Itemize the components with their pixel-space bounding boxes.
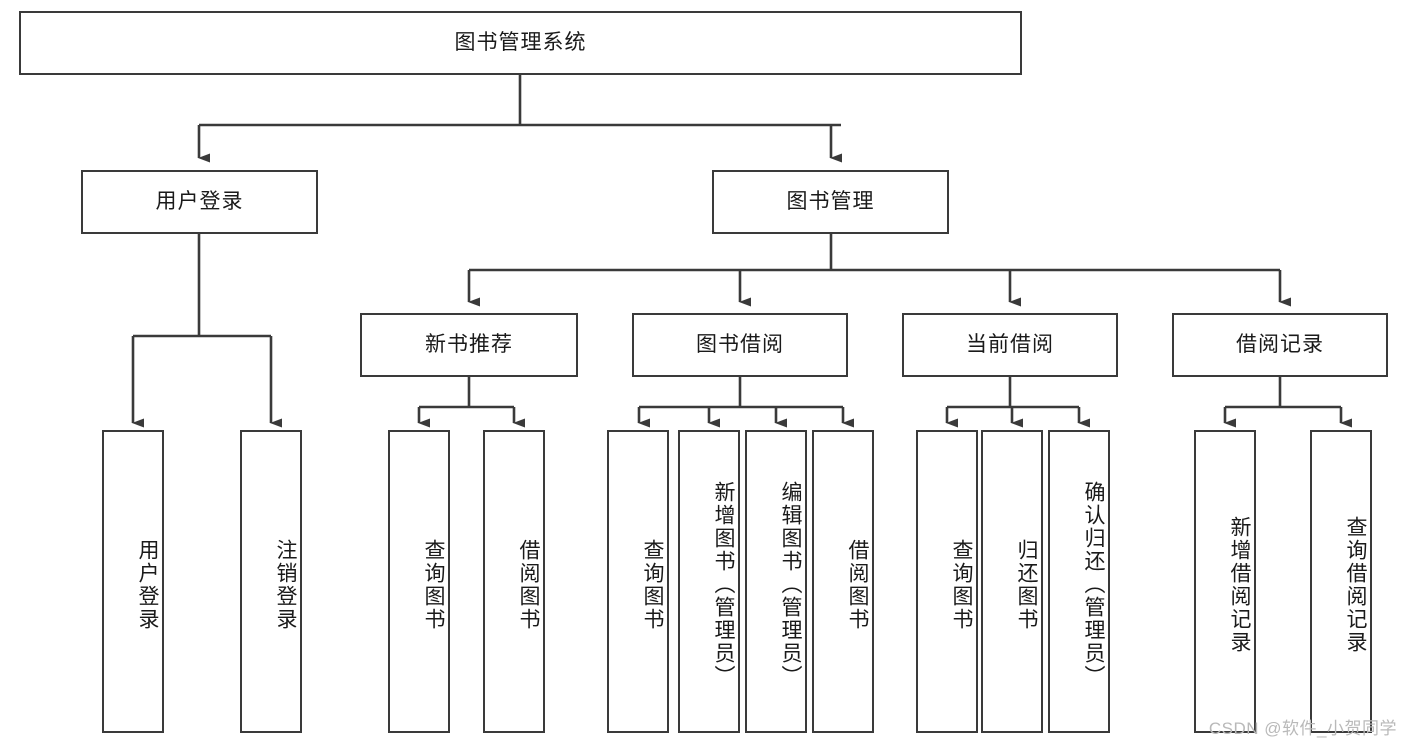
leaf-add-book[interactable]: 新增图书（管理员） <box>678 430 740 733</box>
leaf-user-login-label: 用户登录 <box>136 538 159 631</box>
leaf-logout[interactable]: 注销登录 <box>240 430 302 733</box>
leaf-borrow-book-2[interactable]: 借阅图书 <box>812 430 874 733</box>
leaf-query-record-label: 查询借阅记录 <box>1344 515 1367 654</box>
leaf-query-book-3-label: 查询图书 <box>950 538 973 631</box>
leaf-query-book-2[interactable]: 查询图书 <box>607 430 669 733</box>
node-root[interactable]: 图书管理系统 <box>19 11 1022 75</box>
leaf-borrow-book-2-label: 借阅图书 <box>846 538 869 631</box>
leaf-borrow-book-1[interactable]: 借阅图书 <box>483 430 545 733</box>
leaf-query-book-1-label: 查询图书 <box>422 538 445 631</box>
leaf-borrow-book-1-label: 借阅图书 <box>517 538 540 631</box>
node-new-book-recommend[interactable]: 新书推荐 <box>360 313 578 377</box>
leaf-return-book-label: 归还图书 <box>1015 538 1038 631</box>
node-borrow-record-label: 借阅记录 <box>1236 333 1324 357</box>
leaf-add-record-label: 新增借阅记录 <box>1228 515 1251 654</box>
leaf-edit-book-label: 编辑图书（管理员） <box>779 481 802 688</box>
leaf-query-book-2-label: 查询图书 <box>641 538 664 631</box>
leaf-confirm-return-label: 确认归还（管理员） <box>1082 481 1105 688</box>
leaf-logout-label: 注销登录 <box>274 538 297 631</box>
node-book-borrow-label: 图书借阅 <box>696 333 784 357</box>
leaf-user-login[interactable]: 用户登录 <box>102 430 164 733</box>
leaf-query-book-1[interactable]: 查询图书 <box>388 430 450 733</box>
node-new-book-recommend-label: 新书推荐 <box>425 333 513 357</box>
leaf-add-book-label: 新增图书（管理员） <box>712 481 735 688</box>
leaf-edit-book[interactable]: 编辑图书（管理员） <box>745 430 807 733</box>
node-book-borrow[interactable]: 图书借阅 <box>632 313 848 377</box>
node-root-label: 图书管理系统 <box>454 31 587 55</box>
node-borrow-record[interactable]: 借阅记录 <box>1172 313 1388 377</box>
node-current-borrow-label: 当前借阅 <box>966 333 1054 357</box>
leaf-return-book[interactable]: 归还图书 <box>981 430 1043 733</box>
leaf-confirm-return[interactable]: 确认归还（管理员） <box>1048 430 1110 733</box>
node-book-management[interactable]: 图书管理 <box>712 170 949 234</box>
node-current-borrow[interactable]: 当前借阅 <box>902 313 1118 377</box>
csdn-watermark: CSDN @软件_小贺同学 <box>1208 719 1397 738</box>
leaf-query-book-3[interactable]: 查询图书 <box>916 430 978 733</box>
leaf-add-record[interactable]: 新增借阅记录 <box>1194 430 1256 733</box>
leaf-query-record[interactable]: 查询借阅记录 <box>1310 430 1372 733</box>
node-user-login-label: 用户登录 <box>155 190 244 214</box>
node-user-login[interactable]: 用户登录 <box>81 170 318 234</box>
node-book-management-label: 图书管理 <box>786 190 875 214</box>
